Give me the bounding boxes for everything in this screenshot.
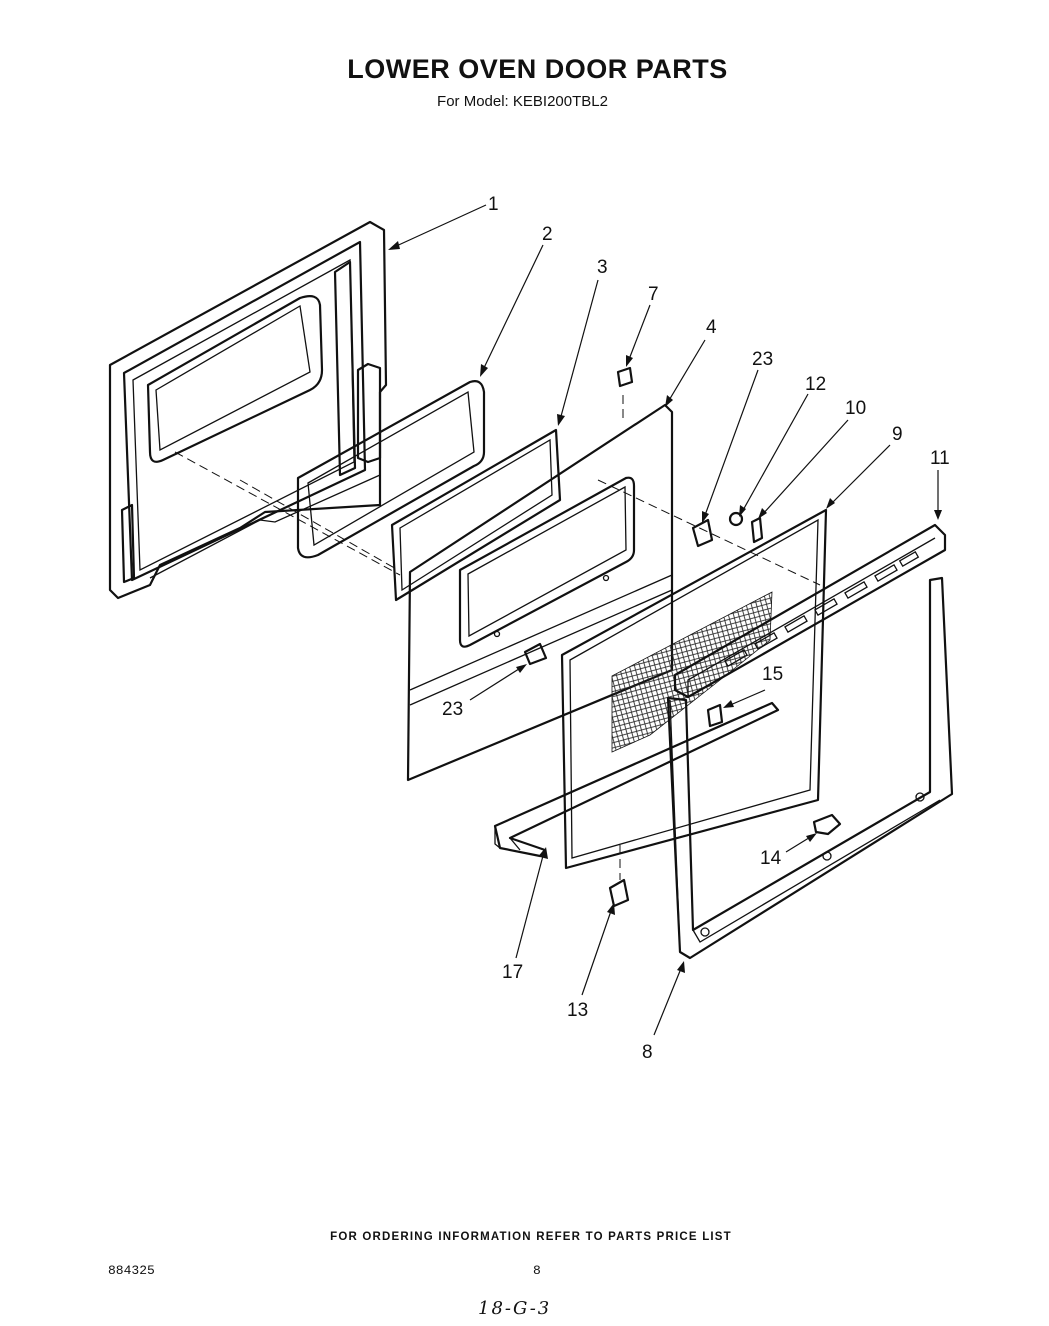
callout-14: 14 xyxy=(760,848,782,869)
callout-4: 4 xyxy=(706,317,717,338)
callout-11: 11 xyxy=(930,448,950,469)
callout-1: 1 xyxy=(488,194,499,215)
callout-7: 7 xyxy=(648,284,659,305)
callout-12: 12 xyxy=(805,374,826,395)
part-4-inner-door-liner xyxy=(406,403,674,782)
part-7-clip xyxy=(616,366,634,388)
part-2-door-gasket xyxy=(296,380,486,559)
part-14-latch xyxy=(812,813,842,836)
part-11-top-rail xyxy=(673,523,947,699)
handwritten-note: 18-G-3 xyxy=(478,1298,552,1319)
callout-leaders xyxy=(388,204,942,1036)
callout-8: 8 xyxy=(642,1042,653,1063)
page-title: LOWER OVEN DOOR PARTS xyxy=(347,54,728,84)
page-number: 8 xyxy=(533,1263,541,1278)
ordering-note: FOR ORDERING INFORMATION REFER TO PARTS … xyxy=(330,1231,732,1243)
callout-13: 13 xyxy=(567,1000,588,1021)
callout-9: 9 xyxy=(892,424,903,445)
callout-23-upper: 23 xyxy=(752,349,773,370)
part-10-bracket xyxy=(750,516,764,544)
part-23-clip-upper xyxy=(691,518,714,548)
part-8-door-frame xyxy=(666,576,954,960)
callout-2: 2 xyxy=(542,224,553,245)
part-15-clip xyxy=(706,703,724,728)
callout-10: 10 xyxy=(845,398,866,419)
callout-3: 3 xyxy=(597,257,608,278)
callout-23-lower: 23 xyxy=(442,699,463,720)
part-3-window-glass xyxy=(390,428,562,602)
callout-17: 17 xyxy=(502,962,523,983)
part-17-bottom-rail xyxy=(493,701,780,858)
model-subtitle: For Model: KEBI200TBL2 xyxy=(437,93,608,110)
part-12-screw xyxy=(728,511,744,527)
part-1-outer-door-panel xyxy=(108,220,388,600)
part-13-clip xyxy=(608,878,630,908)
callout-labels: 1 2 3 7 4 23 12 10 9 11 15 23 14 17 13 8 xyxy=(442,194,950,1063)
part-23-clip-lower xyxy=(523,642,548,666)
document-number: 884325 xyxy=(108,1263,155,1278)
assembly-guide-lines xyxy=(174,395,821,880)
callout-15: 15 xyxy=(762,664,783,685)
